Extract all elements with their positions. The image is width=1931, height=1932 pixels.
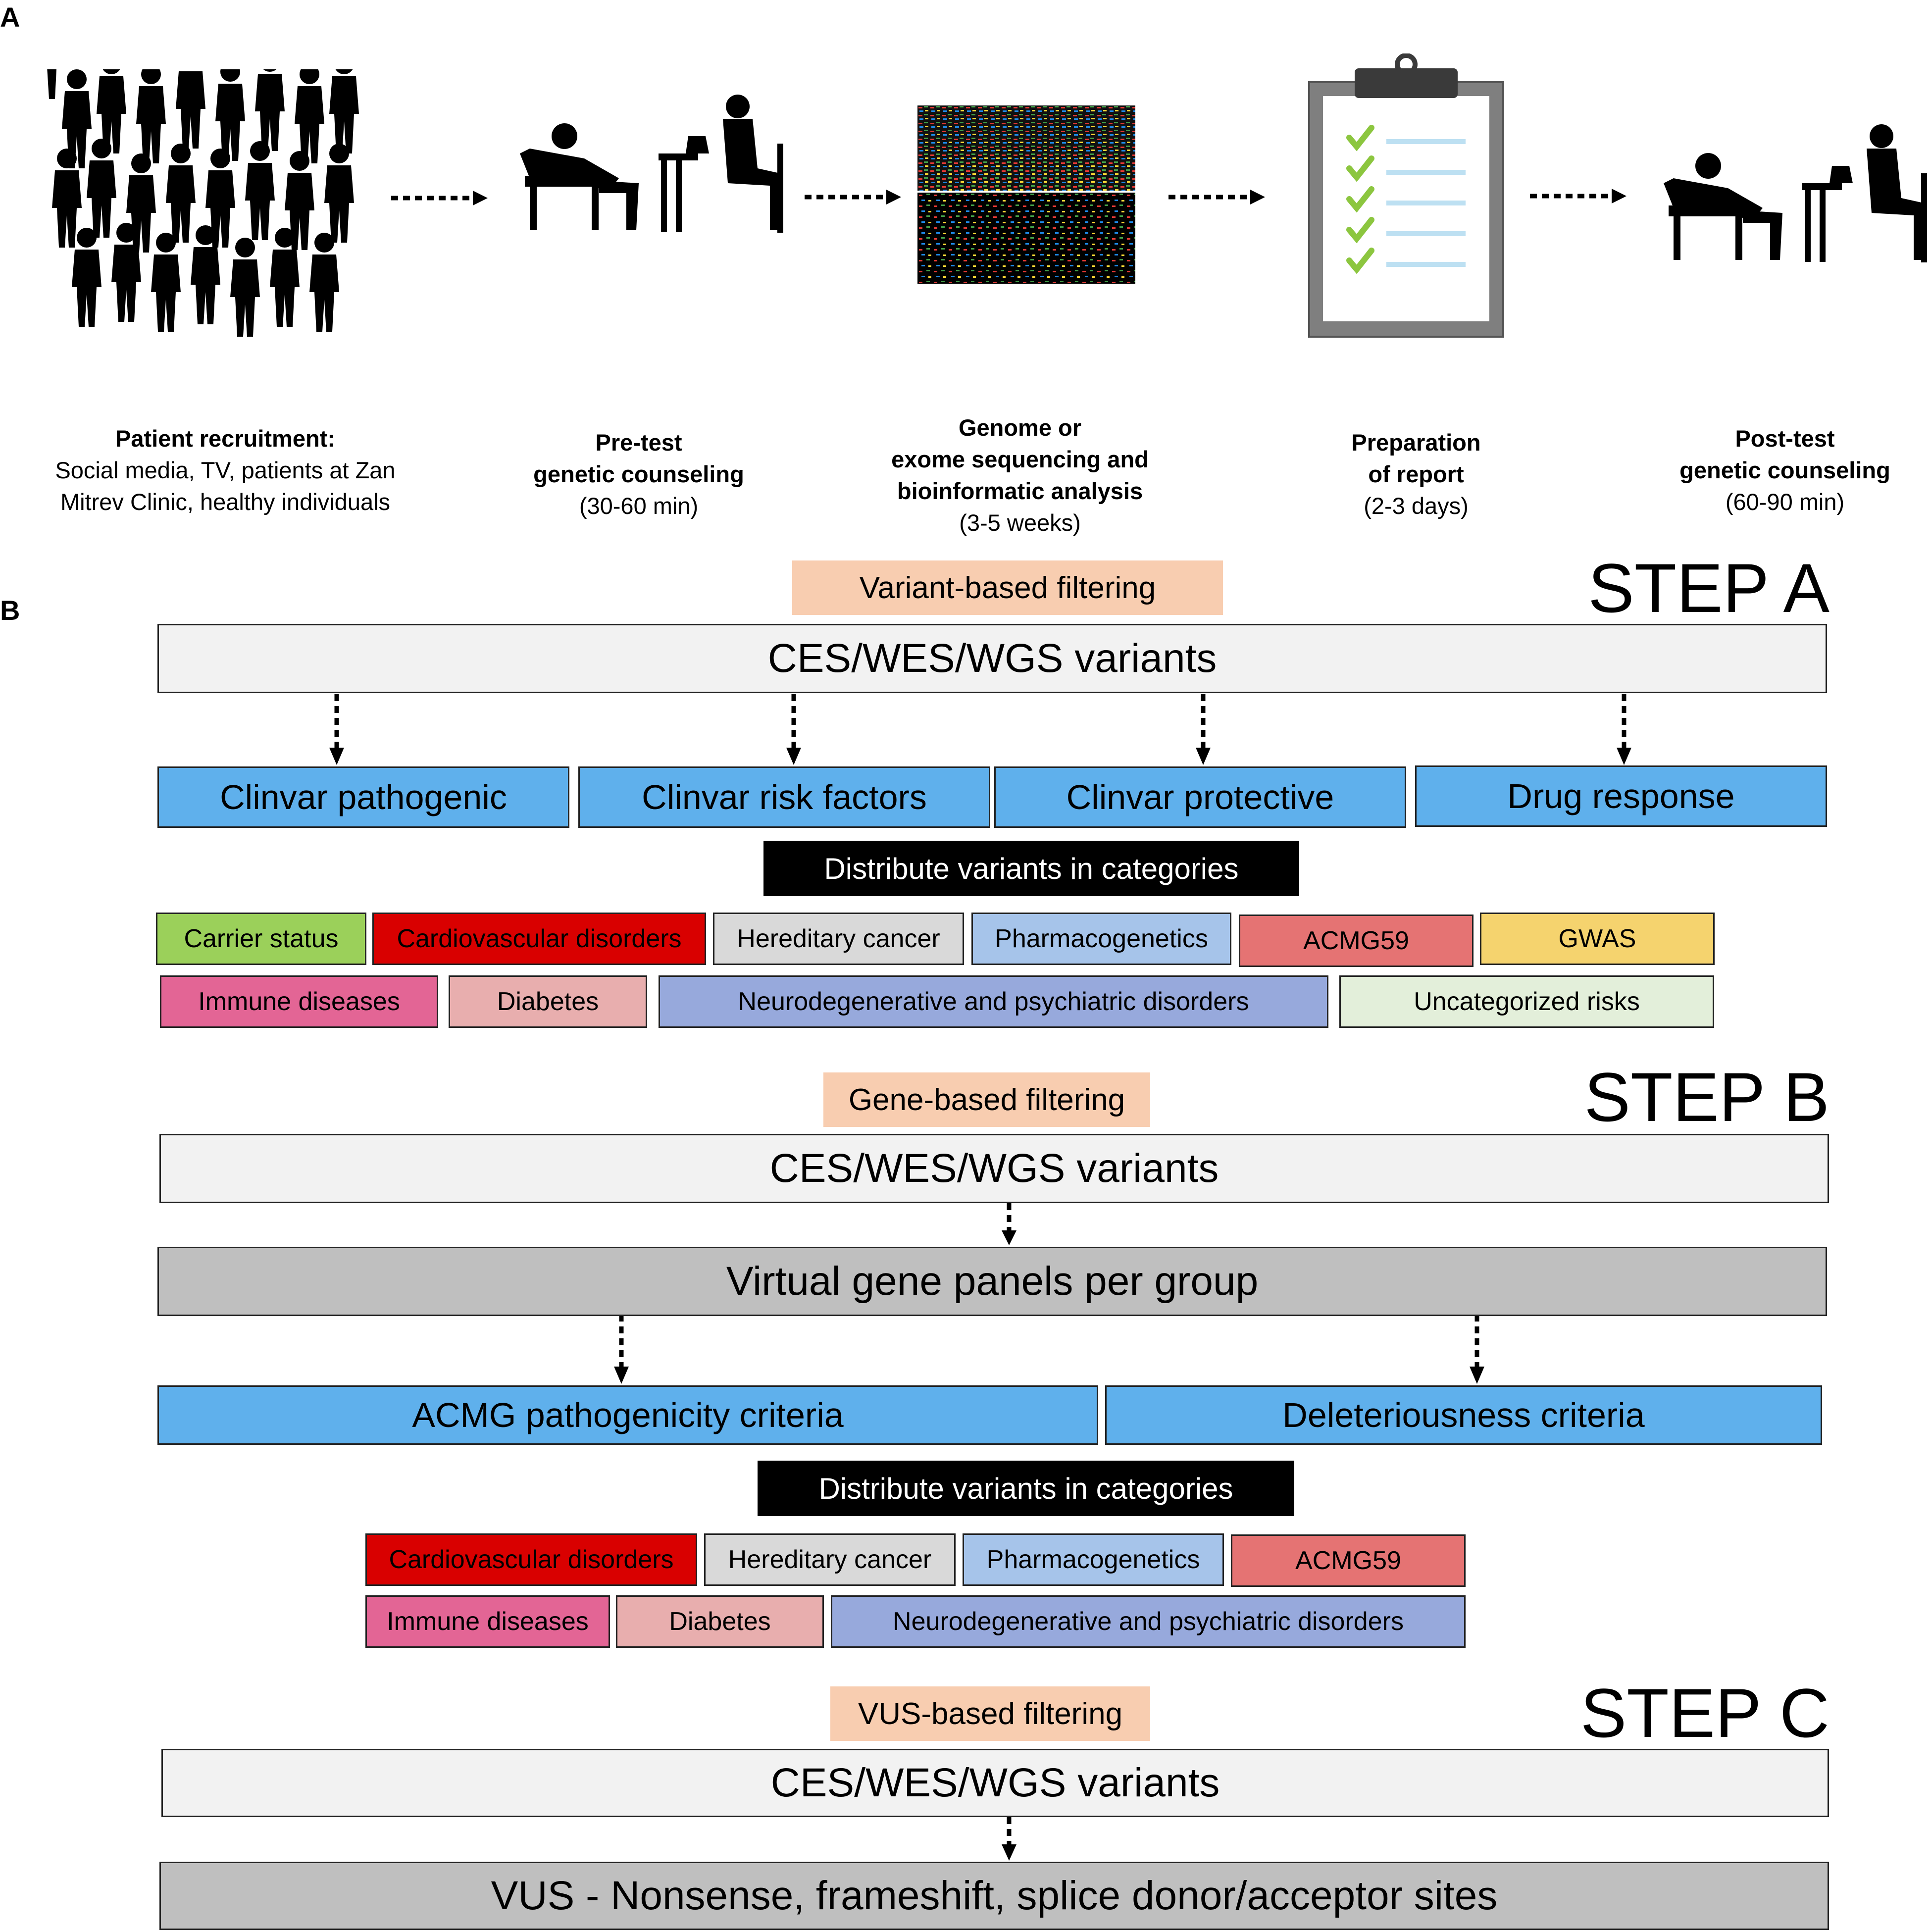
category-chip: Neurodegenerative and psychiatric disord… <box>659 975 1328 1028</box>
counseling-scene-icon <box>520 95 783 233</box>
step-b-filter-label: Gene-based filtering <box>823 1072 1150 1127</box>
sequencing-data-icon <box>917 105 1135 284</box>
category-chip: Cardiovascular disorders <box>372 913 706 965</box>
step-a-title: STEP A <box>1588 549 1829 627</box>
step-a-source-box: CES/WES/WGS variants <box>157 624 1827 693</box>
clipboard-checklist-icon <box>1308 53 1504 338</box>
step-c-source-box: CES/WES/WGS variants <box>161 1749 1829 1817</box>
step-a-source-clinvar-protective: Clinvar protective <box>994 766 1406 828</box>
stage-caption-posttest: Post-test genetic counseling(60-90 min) <box>1679 425 1890 515</box>
category-chip: Cardiovascular disorders <box>365 1533 697 1586</box>
category-chip: Pharmacogenetics <box>963 1533 1224 1586</box>
category-chip: Neurodegenerative and psychiatric disord… <box>831 1595 1466 1648</box>
category-chip: Pharmacogenetics <box>971 913 1231 965</box>
arrow-icon <box>391 189 1626 205</box>
stage-caption-sequencing: Genome or exome sequencing and bioinform… <box>891 414 1149 536</box>
step-b-source-box: CES/WES/WGS variants <box>159 1134 1829 1203</box>
crowd-silhouette-icon <box>47 69 359 337</box>
category-chip: Carrier status <box>156 913 366 965</box>
category-chip: Uncategorized risks <box>1339 975 1714 1028</box>
category-chip: ACMG59 <box>1239 915 1474 967</box>
step-b-gene-panels-box: Virtual gene panels per group <box>157 1247 1827 1316</box>
category-chip: Hereditary cancer <box>704 1533 956 1586</box>
category-chip: Immune diseases <box>160 975 438 1028</box>
step-c-filter-label: VUS-based filtering <box>830 1686 1150 1741</box>
stage-caption-recruitment: Patient recruitment:Social media, TV, pa… <box>55 425 396 515</box>
step-a-source-clinvar-risk: Clinvar risk factors <box>578 766 990 828</box>
category-chip: ACMG59 <box>1231 1534 1466 1587</box>
panel-a-letter: A <box>0 1 20 33</box>
panel-b-letter: B <box>0 595 20 626</box>
category-chip: Diabetes <box>616 1595 824 1648</box>
step-a-filter-label: Variant-based filtering <box>792 560 1223 615</box>
step-c-vus-box: VUS - Nonsense, frameshift, splice donor… <box>159 1862 1829 1930</box>
step-c-title: STEP C <box>1580 1674 1829 1752</box>
post-counseling-scene-icon <box>1664 124 1927 262</box>
step-a-distribute-box: Distribute variants in categories <box>763 841 1299 896</box>
step-a-source-clinvar-pathogenic: Clinvar pathogenic <box>157 766 569 828</box>
step-b-acmg-criteria: ACMG pathogenicity criteria <box>157 1385 1098 1445</box>
step-b-deleteriousness-criteria: Deleteriousness criteria <box>1105 1385 1822 1445</box>
category-chip: GWAS <box>1480 913 1715 965</box>
step-b-title: STEP B <box>1584 1058 1829 1136</box>
stage-caption-pretest: Pre-test genetic counseling(30-60 min) <box>533 429 744 519</box>
category-chip: Immune diseases <box>365 1595 610 1648</box>
category-chip: Diabetes <box>449 975 647 1028</box>
stage-caption-report: Preparation of report(2-3 days) <box>1351 429 1481 519</box>
step-b-distribute-box: Distribute variants in categories <box>758 1461 1294 1516</box>
step-a-source-drug-response: Drug response <box>1415 765 1827 827</box>
category-chip: Hereditary cancer <box>713 913 964 965</box>
